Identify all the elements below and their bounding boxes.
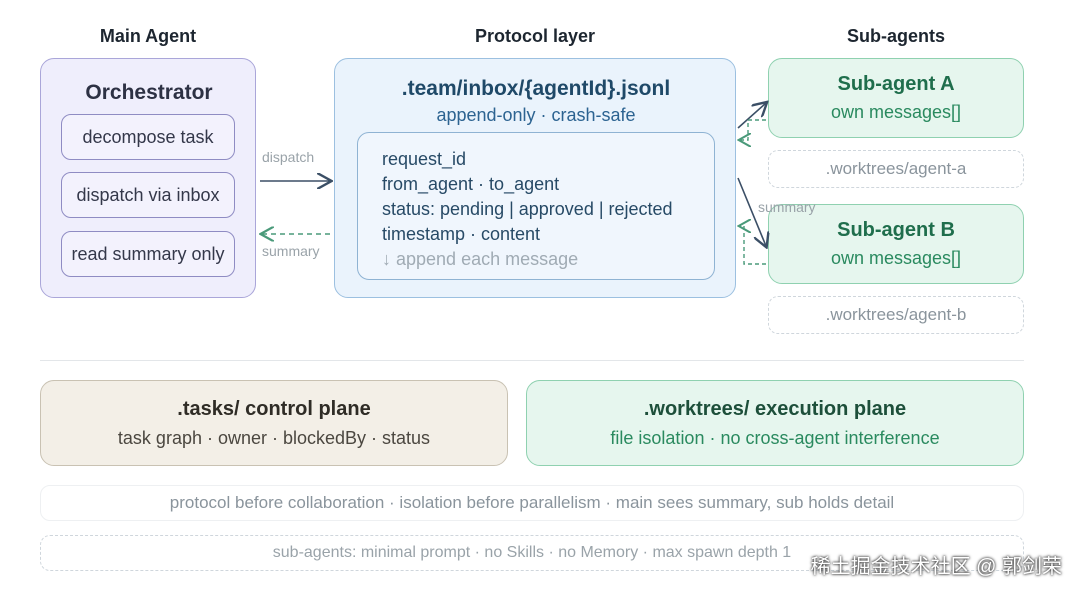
- step-read-summary-only: read summary only: [61, 231, 235, 277]
- protocol-layer-heading: Protocol layer: [474, 26, 596, 46]
- control-plane-box: .tasks/ control plane task graph · owner…: [40, 380, 508, 466]
- summary-label: summary: [262, 243, 320, 259]
- schema-fields: request_id from_agent · to_agent status:…: [382, 147, 712, 272]
- sub-summary-label: summary: [758, 199, 816, 215]
- worktree-agent-b: .worktrees/agent-b: [768, 296, 1024, 334]
- field-timestamp-content: timestamp · content: [382, 224, 541, 244]
- dispatch-to-sub-a-arrow: [737, 103, 766, 129]
- sub-agent-b-subtitle: own messages[]: [830, 248, 962, 268]
- sub-agent-a-title: Sub-agent A: [837, 73, 955, 95]
- sub-agent-b-box: Sub-agent B own messages[]: [768, 204, 1024, 284]
- sub-agent-b-title: Sub-agent B: [837, 219, 955, 241]
- message-schema-box: request_id from_agent · to_agent status:…: [357, 132, 715, 280]
- step-dispatch-via-inbox: dispatch via inbox: [61, 172, 235, 218]
- append-note: ↓ append each message: [382, 249, 579, 269]
- orchestrator-title: Orchestrator: [85, 81, 213, 104]
- watermark: 稀土掘金技术社区 @ 郭剑荣: [810, 556, 1062, 578]
- execution-plane-title: .worktrees/ execution plane: [643, 397, 907, 420]
- protocol-box: .team/inbox/{agentId}.jsonl append-only …: [334, 58, 736, 298]
- control-plane-title: .tasks/ control plane: [177, 397, 371, 420]
- section-divider: [40, 360, 1024, 361]
- execution-plane-box: .worktrees/ execution plane file isolati…: [526, 380, 1024, 466]
- protocol-subtitle: append-only · crash-safe: [436, 105, 636, 125]
- execution-plane-subtitle: file isolation · no cross-agent interfer…: [610, 427, 940, 448]
- field-request-id: request_id: [382, 149, 467, 169]
- inbox-path: .team/inbox/{agentId}.jsonl: [401, 77, 671, 100]
- principles-banner: protocol before collaboration · isolatio…: [40, 485, 1024, 521]
- dispatch-label: dispatch: [262, 149, 315, 165]
- field-from-to-agent: from_agent · to_agent: [382, 174, 560, 194]
- sub-agents-heading: Sub-agents: [846, 26, 945, 46]
- field-status: status: pending | approved | rejected: [382, 199, 673, 219]
- orchestrator-box: Orchestrator decompose task dispatch via…: [40, 58, 256, 298]
- summary-from-sub-b-arrow: [740, 226, 766, 265]
- main-agent-heading: Main Agent: [99, 26, 197, 46]
- worktree-agent-a: .worktrees/agent-a: [768, 150, 1024, 188]
- step-decompose-task: decompose task: [61, 114, 235, 160]
- dispatch-to-sub-b-arrow: [737, 177, 766, 246]
- sub-agent-a-box: Sub-agent A own messages[]: [768, 58, 1024, 138]
- sub-agent-rules-banner: sub-agents: minimal prompt · no Skills ·…: [40, 535, 1024, 571]
- sub-agent-a-subtitle: own messages[]: [830, 102, 962, 122]
- summary-from-sub-a-arrow: [740, 119, 766, 140]
- control-plane-subtitle: task graph · owner · blockedBy · status: [117, 427, 431, 448]
